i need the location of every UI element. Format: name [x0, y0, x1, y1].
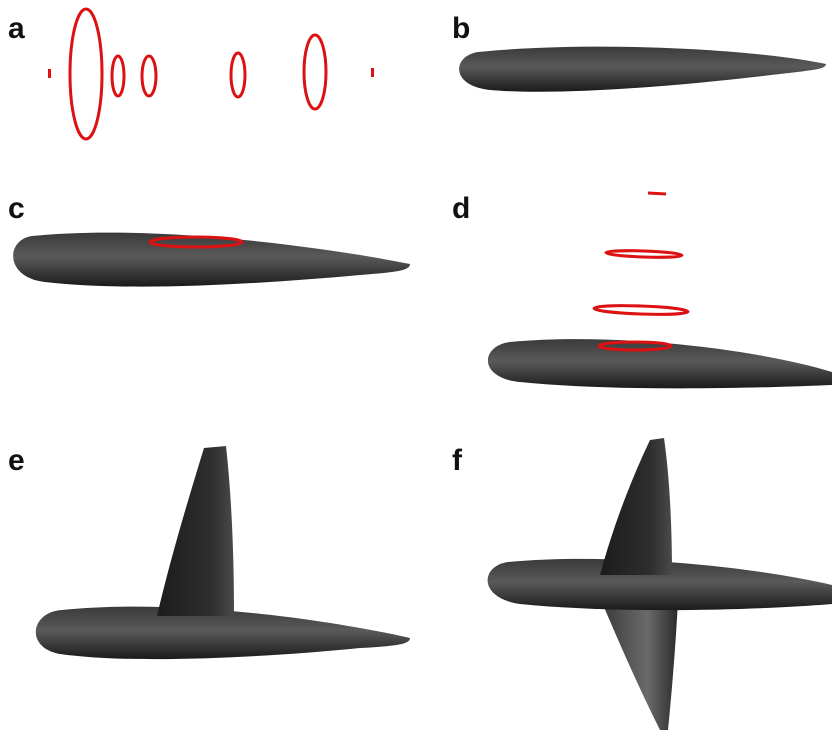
upper-fin-f [600, 438, 672, 575]
panel-b: b [452, 12, 826, 92]
panel-d: d [452, 191, 832, 389]
wing-body-c [13, 232, 410, 287]
section-ellipse-c [148, 235, 244, 249]
wing-body-d [487, 339, 832, 389]
lower-fin-f [601, 600, 678, 730]
wing-body-f [487, 558, 832, 611]
panel-label-c: c [8, 192, 25, 225]
section-point-left [48, 69, 51, 78]
section-ellipse-medium [302, 33, 328, 111]
panel-f: f [452, 438, 832, 730]
panel-c: c [8, 192, 410, 287]
panel-label-d: d [452, 192, 470, 225]
panel-a: a [8, 7, 374, 141]
panel-label-b: b [452, 12, 470, 45]
panel-label-e: e [8, 444, 25, 477]
section-ellipse-d-3 [592, 304, 690, 316]
section-ellipse-large [68, 7, 104, 141]
wing-body-b [459, 46, 826, 92]
section-ellipse-small-1 [110, 54, 126, 98]
section-ellipse-small-3 [229, 51, 247, 99]
vertical-fin-e [157, 446, 234, 616]
section-ellipse-d-2 [604, 249, 684, 259]
section-ellipse-small-2 [140, 54, 158, 98]
panel-e: e [8, 444, 410, 660]
wing-body-e [35, 606, 410, 660]
section-curve-top [647, 191, 667, 196]
panel-label-a: a [8, 12, 25, 45]
section-point-right [371, 68, 374, 77]
panel-label-f: f [452, 444, 463, 477]
section-ellipse-d-base [597, 340, 673, 352]
